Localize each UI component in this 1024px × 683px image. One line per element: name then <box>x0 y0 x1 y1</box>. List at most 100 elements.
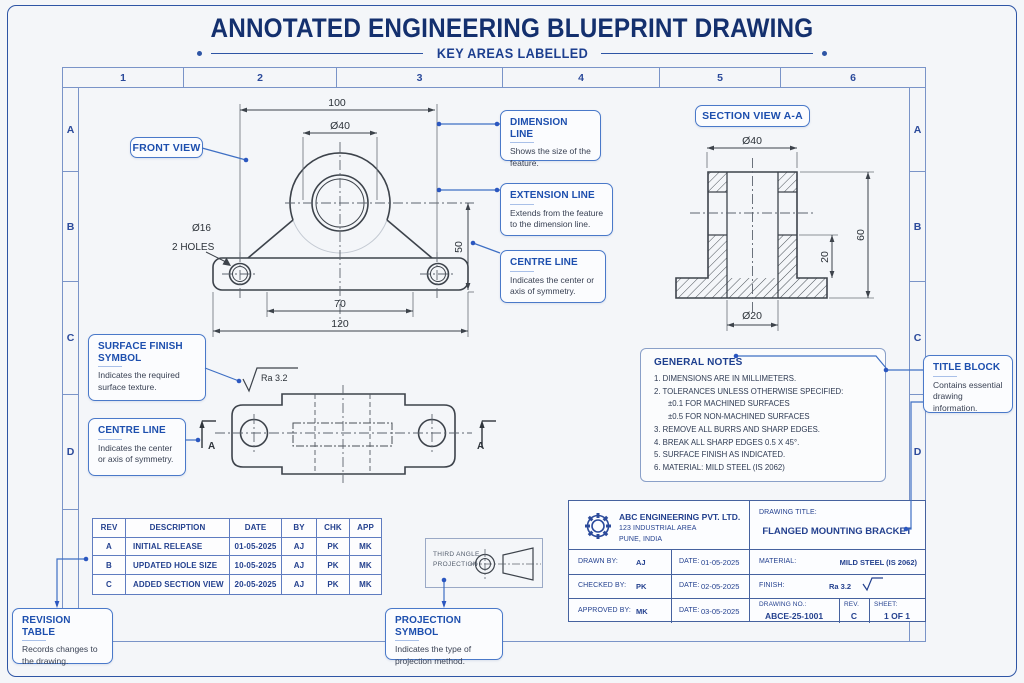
table-cell: AJ <box>282 575 317 594</box>
grid-row-b: B <box>910 172 925 282</box>
date2-value: 02-05-2025 <box>701 581 740 591</box>
table-cell: PK <box>317 537 350 557</box>
callout-title: CENTRE LINE <box>510 257 597 272</box>
drawing-no-value: ABCE-25-1001 <box>764 611 824 621</box>
checked-by-label: CHECKED BY: <box>578 582 627 589</box>
table-cell: INITIAL RELEASE <box>126 537 230 557</box>
callout-body: Extends from the feature to the dimensio… <box>510 207 604 230</box>
callout-title: EXTENSION LINE <box>510 190 604 205</box>
grid-col-1: 1 <box>63 68 184 87</box>
rev-header-app: APP <box>350 519 381 538</box>
revision-table: REV DESCRIPTION DATE BY CHK APP A INITIA… <box>92 518 382 595</box>
callout-title-block: TITLE BLOCK Contains essential drawing i… <box>923 355 1013 413</box>
grid-col-3: 3 <box>337 68 503 87</box>
subtitle-text: KEY AREAS LABELLED <box>436 46 588 61</box>
grid-row-c: C <box>63 282 78 395</box>
note-line: 5. SURFACE FINISH AS INDICATED. <box>654 450 786 460</box>
general-notes-box: GENERAL NOTES 1. DIMENSIONS ARE IN MILLI… <box>640 348 886 482</box>
callout-title: SURFACE FINISH SYMBOL <box>98 341 188 367</box>
callout-title: REVISION TABLE <box>22 615 104 641</box>
callout-title: CENTRE LINE <box>98 425 177 440</box>
drawn-by-value: AJ <box>636 557 646 567</box>
surface-finish-check-icon <box>862 577 883 592</box>
date2-label: DATE: <box>679 582 700 589</box>
date1-value: 01-05-2025 <box>701 557 740 567</box>
rev-value: C <box>850 611 858 621</box>
table-cell: PK <box>317 556 350 576</box>
callout-body: Indicates the center or axis of symmetry… <box>98 442 174 465</box>
date3-label: DATE: <box>679 607 700 614</box>
company-address-2: PUNE, INDIA <box>619 536 663 543</box>
callout-projection-symbol: PROJECTION SYMBOL Indicates the type of … <box>385 608 503 666</box>
callout-title: TITLE BLOCK <box>933 362 1004 377</box>
company-name: ABC ENGINEERING PVT. LTD. <box>619 512 741 522</box>
note-line: 1. DIMENSIONS ARE IN MILLIMETERS. <box>654 374 797 383</box>
subtitle: KEY AREAS LABELLED <box>0 46 1024 61</box>
note-line: 6. MATERIAL: MILD STEEL (IS 2062) <box>654 462 785 472</box>
grid-col-2: 2 <box>184 68 337 87</box>
title-block: ABC ENGINEERING PVT. LTD. 123 INDUSTRIAL… <box>568 500 926 623</box>
general-notes-title: GENERAL NOTES <box>654 357 743 368</box>
note-line: ±0.1 FOR MACHINED SURFACES <box>668 399 790 409</box>
callout-body: Contains essential drawing information. <box>933 379 1003 414</box>
grid-row-a: A <box>910 88 925 172</box>
grid-col-5: 5 <box>660 68 781 87</box>
table-cell: MK <box>359 579 372 589</box>
table-cell: MK <box>350 538 381 557</box>
section-view-label: SECTION VIEW A-A <box>702 110 803 122</box>
note-line: 2. TOLERANCES UNLESS OTHERWISE SPECIFIED… <box>654 386 844 396</box>
table-cell: AJ <box>282 556 317 576</box>
subtitle-rule-left <box>210 52 423 55</box>
callout-centre-line-right: CENTRE LINE Indicates the center or axis… <box>500 250 606 303</box>
callout-body: Records changes to the drawing. <box>22 644 98 666</box>
grid-row-a: A <box>63 88 78 172</box>
rev-header-by: BY <box>282 519 317 538</box>
callout-revision-table: REVISION TABLE Records changes to the dr… <box>12 608 113 666</box>
material-value: MILD STEEL (IS 2062) <box>839 557 917 567</box>
grid-row-d: D <box>63 395 78 510</box>
callout-surface-finish: SURFACE FINISH SYMBOL Indicates the requ… <box>88 334 206 401</box>
projection-method-label: THIRD ANGLE PROJECTION <box>433 550 480 570</box>
callout-title: PROJECTION SYMBOL <box>395 615 494 641</box>
callout-section-view: SECTION VIEW A-A <box>695 105 810 127</box>
date3-value: 03-05-2025 <box>701 606 740 616</box>
callout-extension-line: EXTENSION LINE Extends from the feature … <box>500 183 613 236</box>
drawing-title-label: DRAWING TITLE: <box>759 509 817 516</box>
grid-ruler-left: A B C D <box>63 88 79 641</box>
callout-body: Indicates the center or axis of symmetry… <box>510 274 595 297</box>
finish-label: FINISH: <box>759 582 785 589</box>
table-cell: 20-05-2025 <box>230 575 282 594</box>
table-cell: PK <box>317 575 350 594</box>
grid-row-d: D <box>910 395 925 510</box>
callout-body: Indicates the required surface texture. <box>98 370 180 392</box>
drawing-title-value: FLANGED MOUNTING BRACKET <box>762 526 912 537</box>
front-view-label: FRONT VIEW <box>132 141 201 154</box>
callout-dimension-line: DIMENSION LINE Shows the size of the fea… <box>500 110 601 168</box>
page-title: ANNOTATED ENGINEERING BLUEPRINT DRAWING <box>210 13 814 43</box>
table-cell: MK <box>350 556 381 576</box>
rev-header-rev: REV <box>93 519 126 538</box>
approved-by-value: MK <box>636 606 648 616</box>
grid-col-6: 6 <box>850 71 856 84</box>
callout-body: Indicates the type of projection method. <box>395 644 472 666</box>
grid-row-c: C <box>910 282 925 395</box>
projection-method-box: THIRD ANGLE PROJECTION <box>425 538 543 588</box>
checked-by-value: PK <box>636 581 647 591</box>
table-cell: A <box>93 537 126 557</box>
subtitle-rule-right <box>601 52 814 55</box>
note-line: 3. REMOVE ALL BURRS AND SHARP EDGES. <box>654 424 820 434</box>
grid-ruler-top: 1 2 3 4 5 6 <box>62 67 926 88</box>
sheet-label: SHEET: <box>874 601 898 608</box>
approved-by-label: APPROVED BY: <box>578 607 631 614</box>
callout-title: DIMENSION LINE <box>510 117 592 143</box>
rev-header-chk: CHK <box>317 519 350 538</box>
table-cell: B <box>93 556 126 576</box>
projection-label-line1: THIRD ANGLE <box>433 551 480 558</box>
rev-label: REV. <box>844 601 859 608</box>
table-cell: C <box>93 575 126 594</box>
subtitle-dot-right <box>822 51 828 56</box>
table-cell: AJ <box>282 537 317 557</box>
gear-icon <box>585 513 611 539</box>
sheet-value: 1 OF 1 <box>884 611 910 621</box>
drawing-no-label: DRAWING NO.: <box>759 601 807 608</box>
